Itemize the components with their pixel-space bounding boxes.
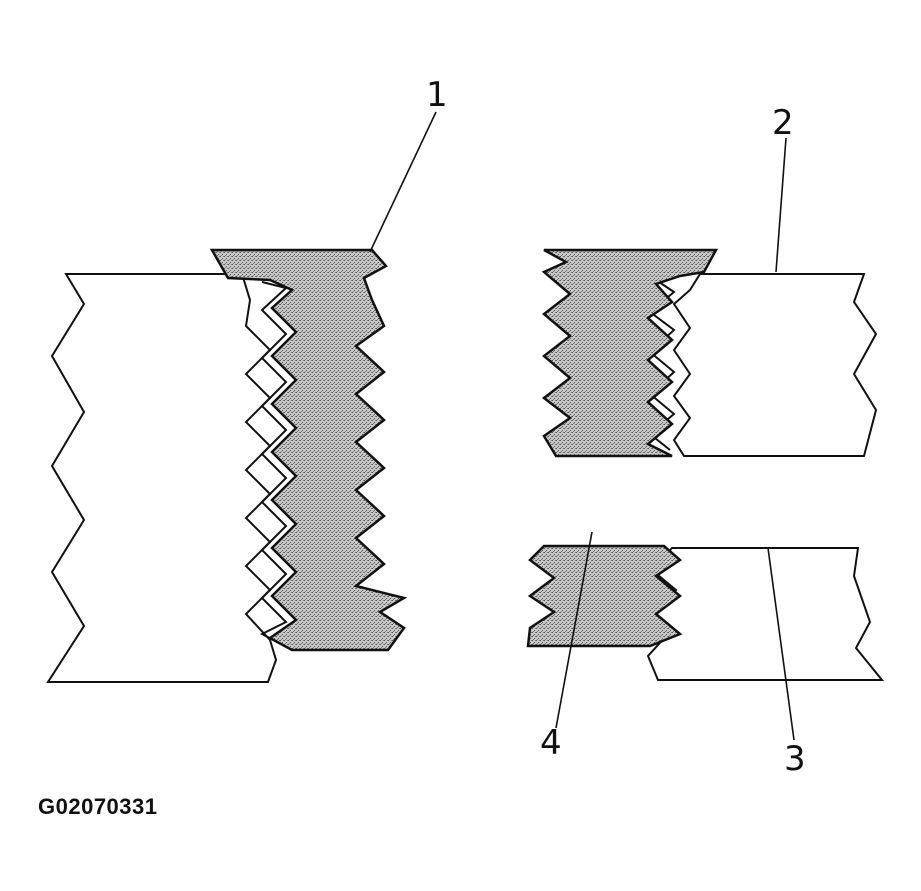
right-upper-workpiece <box>672 273 878 457</box>
left-screw <box>209 248 408 652</box>
right-lower-workpiece <box>646 547 885 681</box>
callout-2: 2 <box>772 103 794 143</box>
left-workpiece <box>46 273 278 683</box>
leader-line-4 <box>555 531 593 729</box>
right-lower-screw <box>526 544 683 648</box>
leader-line-1 <box>369 111 437 253</box>
figure-code: G02070331 <box>38 794 158 819</box>
leader-line-3 <box>767 547 795 741</box>
callout-1: 1 <box>426 75 448 115</box>
right-upper-screw <box>541 248 719 458</box>
leader-line-2 <box>775 137 787 273</box>
left-thread-flank <box>259 281 293 651</box>
callout-4: 4 <box>540 723 562 763</box>
callout-3: 3 <box>784 739 806 779</box>
